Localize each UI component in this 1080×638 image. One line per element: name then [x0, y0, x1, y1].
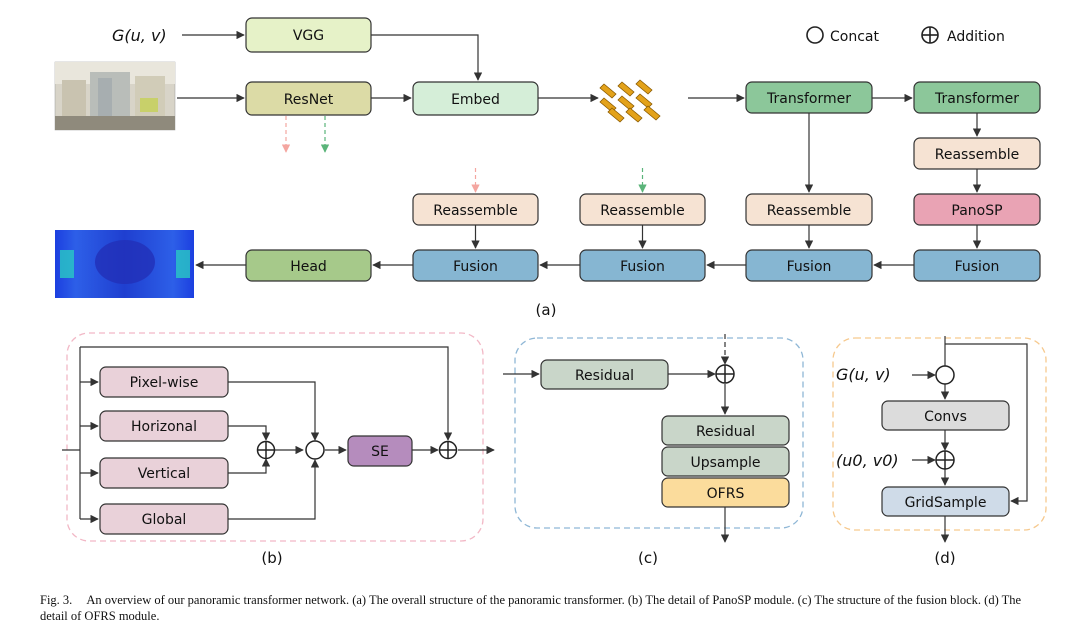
- panel-b-connections: [62, 346, 495, 524]
- reassemble-1-label: Reassemble: [433, 203, 518, 219]
- fusion-2-label: Fusion: [620, 259, 665, 275]
- concat-legend-icon: [806, 26, 824, 44]
- transformer-2-label: Transformer: [934, 91, 1019, 107]
- embed-label: Embed: [451, 92, 500, 108]
- panel-d-addition-icon: [935, 450, 955, 470]
- pixel-wise-label: Pixel-wise: [130, 375, 199, 391]
- panosp-label: PanoSP: [951, 203, 1002, 219]
- vgg-label: VGG: [293, 28, 324, 44]
- reassemble-2-label: Reassemble: [600, 203, 685, 219]
- residual-top-label: Residual: [575, 368, 634, 384]
- fusion-4-label: Fusion: [955, 259, 1000, 275]
- upsample-label: Upsample: [690, 455, 760, 471]
- residual-label: Residual: [696, 424, 755, 440]
- addition-legend-icon: [921, 26, 939, 44]
- global-label: Global: [142, 512, 187, 528]
- ofrs-label: OFRS: [707, 486, 745, 502]
- gridsample-label: GridSample: [905, 495, 987, 511]
- figure-number: Fig. 3.: [40, 593, 73, 607]
- head-label: Head: [290, 259, 327, 275]
- reassemble-3-label: Reassemble: [767, 203, 852, 219]
- upsample-block: [661, 446, 790, 477]
- panel-a-connections: [177, 30, 982, 270]
- panel-b-concat-icon: [305, 440, 325, 460]
- depth-output-image: [55, 230, 194, 298]
- se-label: SE: [371, 444, 389, 460]
- panel-b-label: (b): [261, 549, 282, 567]
- geometry-input-label: G(u, v): [112, 26, 167, 45]
- panel-c-connections: [503, 334, 730, 543]
- panel-a-label: (a): [536, 301, 557, 319]
- ofrs-geometry-input-label: G(u, v): [836, 365, 891, 384]
- reassemble-4-label: Reassemble: [935, 147, 1020, 163]
- ofrs-offset-input-label: (u0, v0): [836, 451, 899, 470]
- convs-label: Convs: [924, 409, 967, 425]
- skip-connection-arrows: [281, 116, 647, 193]
- transformer-1-label: Transformer: [766, 91, 851, 107]
- panel-c-addition-icon: [715, 364, 735, 384]
- fusion-3-label: Fusion: [787, 259, 832, 275]
- fusion-1-label: Fusion: [453, 259, 498, 275]
- figure-caption-text: An overview of our panoramic transformer…: [40, 593, 1022, 623]
- concat-legend-label: Concat: [830, 29, 879, 45]
- token-sequence-icon: [599, 79, 661, 123]
- panorama-input-image: [54, 61, 176, 131]
- vertical-label: Vertical: [138, 466, 190, 482]
- panosp-detail-frame: [66, 332, 484, 542]
- horizonal-label: Horizonal: [131, 419, 197, 435]
- ofrs-detail-frame: [832, 337, 1047, 531]
- se-block: [347, 435, 413, 467]
- panel-d-concat-icon: [935, 365, 955, 385]
- figure-caption: Fig. 3.An overview of our panoramic tran…: [40, 592, 1050, 624]
- panel-b-addition-icon-1: [256, 440, 276, 460]
- residual-block: [661, 415, 790, 446]
- panel-d-connections: [912, 336, 1028, 543]
- fusion-detail-frame: [514, 337, 804, 529]
- panel-b-addition-icon-2: [438, 440, 458, 460]
- resnet-label: ResNet: [284, 92, 334, 108]
- panel-c-label: (c): [638, 549, 658, 567]
- addition-legend-label: Addition: [947, 29, 1005, 45]
- panel-d-label: (d): [934, 549, 955, 567]
